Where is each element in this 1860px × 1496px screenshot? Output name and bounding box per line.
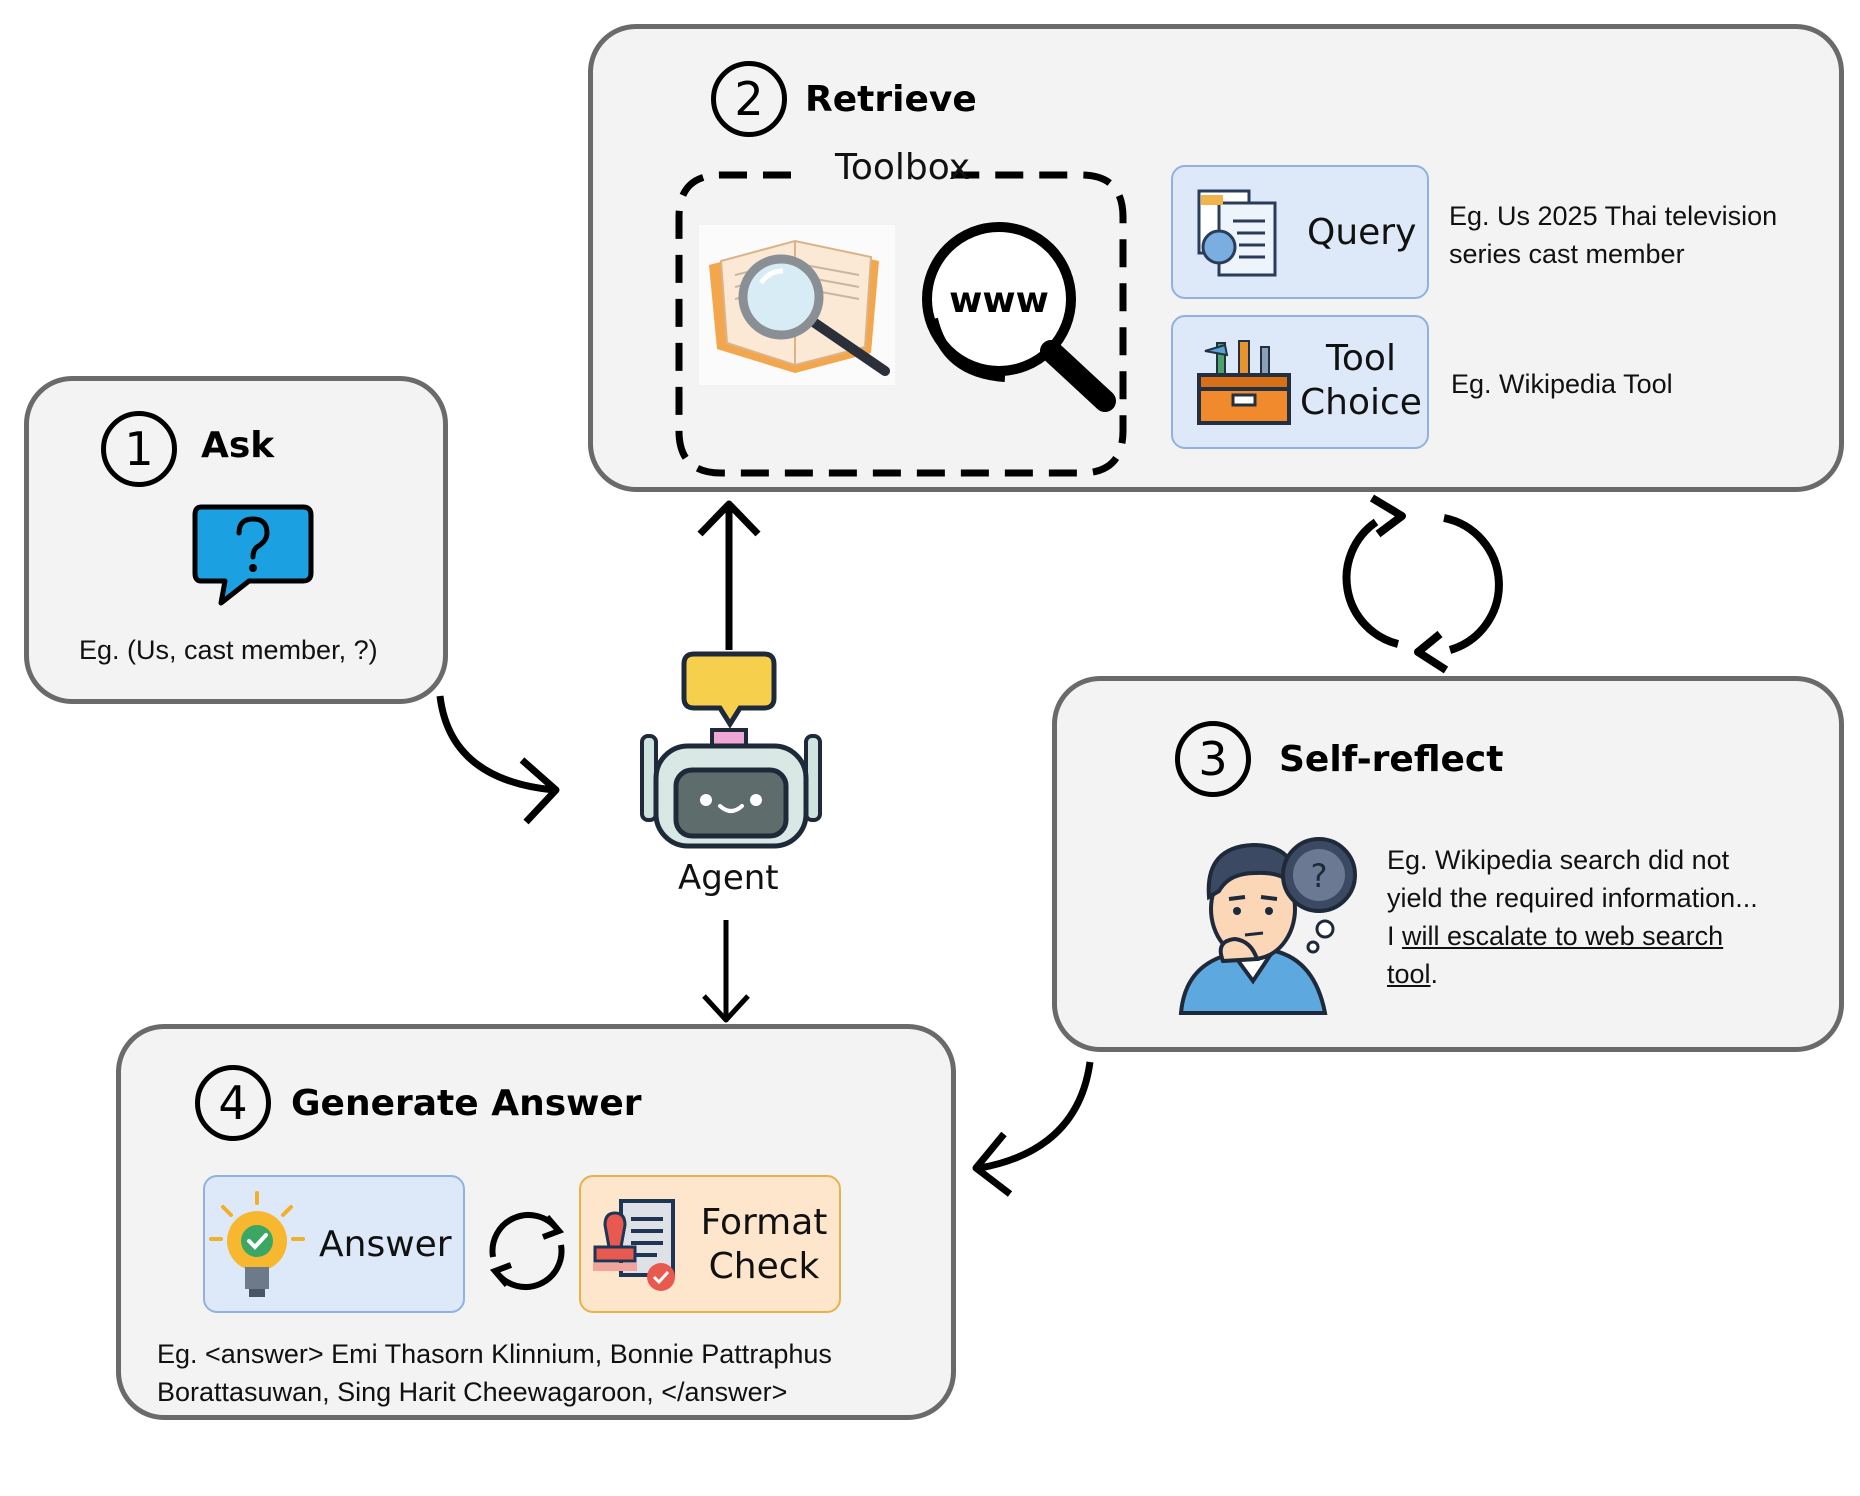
step-number-3: 3 <box>1175 721 1251 797</box>
www-search-icon: www <box>922 222 1116 412</box>
stamp-document-icon <box>593 1199 675 1291</box>
retrieve-title: Retrieve <box>805 79 977 120</box>
thinking-person-icon: ? <box>1178 837 1357 1015</box>
www-label: www <box>949 280 1049 321</box>
query-chip: Query <box>1171 165 1429 299</box>
generate-answer-panel: 4 Generate Answer Answer <box>116 1024 956 1420</box>
toolbox-frame <box>675 171 1127 477</box>
ask-panel: 1 Ask Eg. (Us, cast member, ?) <box>24 376 448 704</box>
query-example: Eg. Us 2025 Thai television series cast … <box>1449 201 1778 269</box>
book-magnifier-icon <box>699 225 895 385</box>
agent-label: Agent <box>678 858 779 898</box>
generate-answer-title: Generate Answer <box>291 1083 642 1124</box>
answer-chip: Answer <box>203 1175 465 1313</box>
self-reflect-title: Self-reflect <box>1279 739 1504 780</box>
ask-title: Ask <box>201 425 275 466</box>
robot-agent-icon <box>640 651 822 849</box>
generate-example-line-2: Borattasuwan, Sing Harit Cheewagaroon, <… <box>157 1377 788 1407</box>
self-reflect-example: Eg. Wikipedia search did not yield the r… <box>1387 841 1767 993</box>
toolbox-label: Toolbox <box>835 147 970 188</box>
lightbulb-check-icon <box>209 1191 305 1297</box>
self-reflect-panel: 3 Self-reflect ? Eg. Wikipedia search di… <box>1052 676 1844 1052</box>
answer-label: Answer <box>319 1224 452 1265</box>
ask-example: Eg. (Us, cast member, ?) <box>79 635 378 665</box>
query-label: Query <box>1307 212 1417 253</box>
format-check-chip: Format Check <box>579 1175 841 1313</box>
retrieve-panel: 2 Retrieve Toolbox www <box>588 24 1844 492</box>
self-reflect-example-end: . <box>1430 959 1439 989</box>
toolbox-icon <box>1197 340 1291 425</box>
question-bubble-icon <box>192 504 314 606</box>
tool-choice-label-2: Choice <box>1300 382 1422 423</box>
documents-icon <box>1197 189 1277 277</box>
step-number-4: 4 <box>195 1065 271 1141</box>
step-number-1: 1 <box>101 411 177 487</box>
svg-text:?: ? <box>1311 857 1328 895</box>
cycle-icon <box>489 1211 565 1291</box>
self-reflect-example-text: Eg. Wikipedia search did not yield the r… <box>1387 845 1758 951</box>
step-number-2: 2 <box>711 61 787 137</box>
tool-choice-chip: Tool Choice <box>1171 315 1429 449</box>
generate-example-line-1: Eg. <answer> Emi Thasorn Klinnium, Bonni… <box>157 1339 832 1369</box>
format-check-label-1: Format <box>700 1202 828 1243</box>
tool-choice-label-1: Tool <box>1326 338 1396 379</box>
format-check-label-2: Check <box>708 1246 820 1287</box>
self-reflect-example-underlined: will escalate to web search tool <box>1387 921 1724 989</box>
tool-choice-example: Eg. Wikipedia Tool <box>1451 369 1673 399</box>
